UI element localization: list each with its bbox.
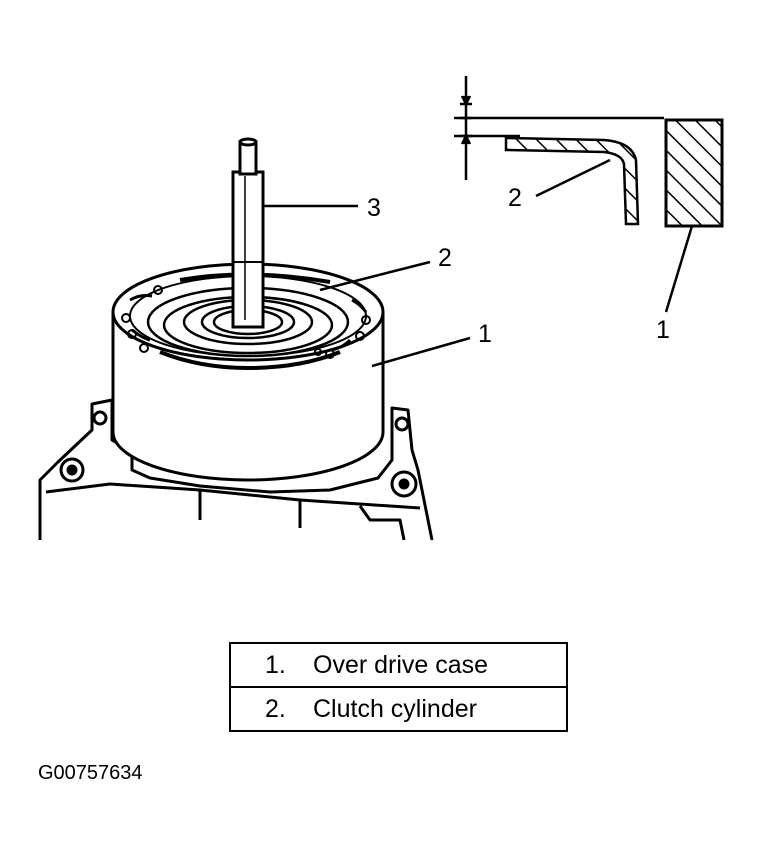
legend-cell: 1. Over drive case: [229, 642, 568, 688]
legend-label: Over drive case: [313, 650, 489, 679]
legend-cell: 2. Clutch cylinder: [229, 686, 568, 732]
detail-overdrive-case-section: [664, 118, 724, 228]
legend-number: 2.: [265, 694, 286, 723]
clutch-teeth: [121, 285, 371, 359]
callout-clutch-cylinder: 2: [438, 244, 452, 272]
legend-number: 1.: [265, 650, 286, 679]
callout-detail-overdrive-case: 1: [656, 316, 670, 344]
figure-code: G00757634: [38, 762, 143, 784]
callout-shaft: 3: [367, 194, 381, 222]
input-shaft: [231, 137, 265, 329]
detail-leader-lines: [535, 158, 694, 313]
detail-clutch-cylinder-section: [504, 136, 640, 226]
main-leader-lines: [263, 204, 471, 368]
transmission-housing: [38, 398, 434, 541]
legend-row: 1. Over drive case: [229, 642, 568, 688]
callout-overdrive-case: 1: [478, 320, 492, 348]
parts-legend: 1. Over drive case 2. Clutch cylinder: [229, 642, 568, 732]
detail-dimension-marks: [454, 76, 664, 180]
legend-label: Clutch cylinder: [313, 694, 477, 723]
legend-row: 2. Clutch cylinder: [229, 686, 568, 732]
callout-detail-clutch-cylinder: 2: [508, 184, 522, 212]
